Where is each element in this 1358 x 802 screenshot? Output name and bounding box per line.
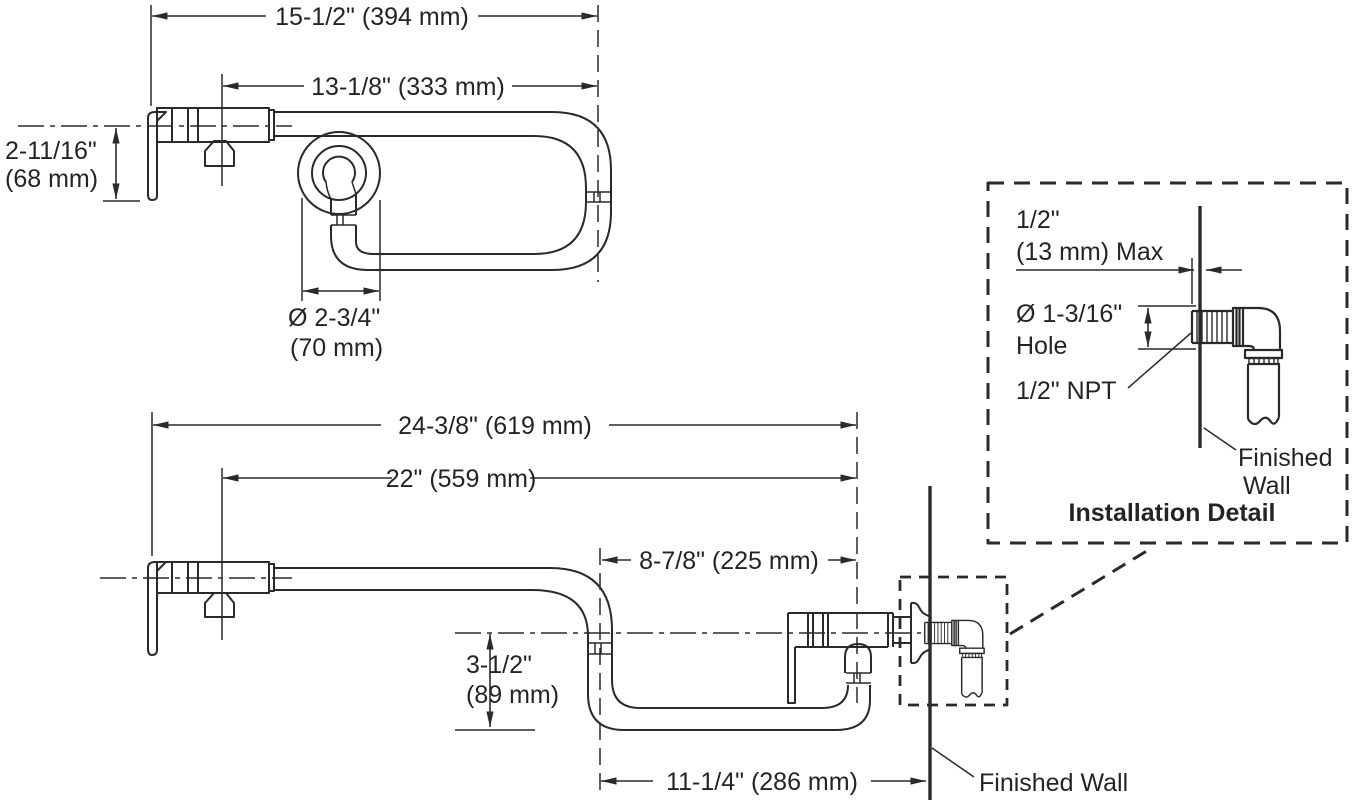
side-view: 24-3/8" (619 mm) 22" (559 mm) 8-7/8" (22… [100,412,1128,800]
swivel-joint [846,672,871,684]
finished-wall-label: Finished Wall [979,769,1128,797]
dim-hole-label: Ø 1-3/16" [1016,300,1122,328]
mount-dome-top-view [204,140,235,167]
npt-label: 1/2" NPT [1016,377,1117,405]
installation-detail-title: Installation Detail [1069,499,1276,527]
dim-drop-label: 3-1/2" [466,651,532,679]
rear-arm [788,612,894,648]
swivel-joint [331,214,356,226]
arm-top-contour [274,567,613,656]
arm-bottom-contour [274,589,589,656]
spout-tube-inner [274,135,587,255]
dim-folded-label: 8-7/8" (225 mm) [639,547,819,575]
detail-leader-line [1009,547,1151,636]
detail-finished-wall-sublabel: Wall [1243,472,1291,500]
detail-finished-wall-label: Finished [1238,444,1333,472]
dim-drop-metric: (89 mm) [466,681,559,709]
spout-tube-outer [274,111,612,271]
dim-overall-reach-label: 15-1/2" (394 mm) [275,3,469,31]
dim-overall-extended-label: 24-3/8" (619 mm) [398,412,592,440]
installation-detail: 1/2" (13 mm) Max Ø 1-3/16" Hole 1/2" NPT… [986,181,1349,545]
spout-loop [322,155,356,183]
handle-side-view [147,561,167,656]
dim-handle-drop-label: 2-11/16" [5,137,97,165]
lower-run-inner [611,656,849,709]
dim-spout-extended-label: 22" (559 mm) [386,465,537,493]
dim-max-protrusion-label: 1/2" [1016,206,1060,234]
top-view: 15-1/2" (394 mm) 13-1/8" (333 mm) 2-11/1… [5,3,612,362]
dim-spout-diameter-metric: (70 mm) [290,334,383,362]
lower-run-outer [587,656,871,731]
dim-to-wall-label: 11-1/4" (286 mm) [666,768,858,796]
mount-dome-side-view [204,592,235,618]
detail-callout-box [898,575,1009,707]
installation-detail-box [986,181,1349,545]
dim-spout-reach-label: 13-1/8" (333 mm) [311,73,505,101]
dim-handle-drop-metric: (68 mm) [5,165,98,193]
dim-hole-sublabel: Hole [1016,332,1067,360]
handle-top-view [147,111,167,201]
valve-body-side-view [156,561,270,594]
spout-outlet-outer-circle [297,131,381,215]
valve-body-top-view [156,107,270,143]
dim-spout-diameter-label: Ø 2-3/4" [288,304,380,332]
spout-outlet-circle [311,145,367,201]
pivot-dome [844,643,872,673]
rear-arm-link [787,613,796,704]
dim-max-protrusion-metric: (13 mm) Max [1016,238,1164,266]
